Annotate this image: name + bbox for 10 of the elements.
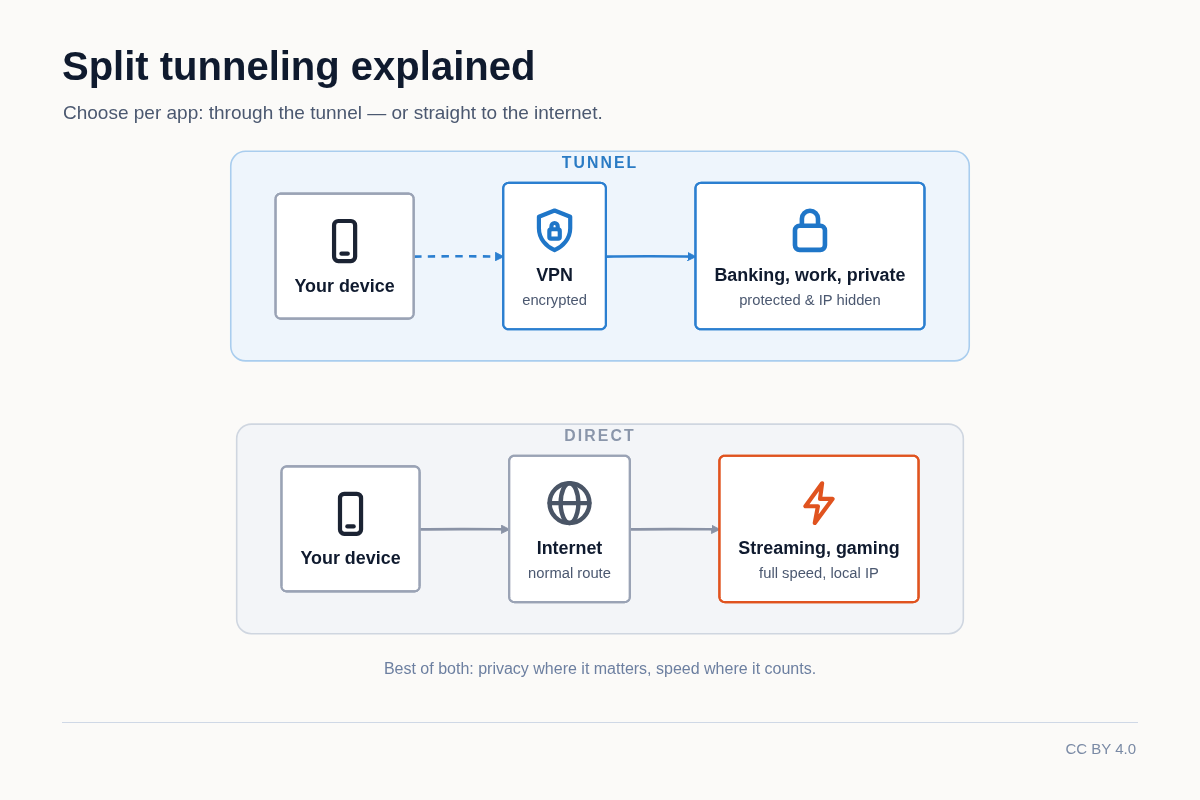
node-card: Banking, work, private protected & IP hidden bbox=[694, 181, 926, 331]
node-card: Internet normal route bbox=[508, 454, 631, 604]
footer-text: CC BY 4.0 bbox=[1065, 740, 1136, 757]
node-card: Streaming, gaming full speed, local IP bbox=[718, 454, 920, 604]
node-card: Your device bbox=[274, 192, 415, 320]
subtitle: Choose per app: through the tunnel — or straight to the internet. bbox=[63, 102, 603, 124]
node-card: Your device bbox=[280, 465, 421, 593]
title: Split tunneling explained bbox=[62, 44, 536, 88]
node-card: VPN encrypted bbox=[502, 181, 607, 331]
caption: Best of both: privacy where it matters, speed where it counts. bbox=[383, 660, 817, 678]
